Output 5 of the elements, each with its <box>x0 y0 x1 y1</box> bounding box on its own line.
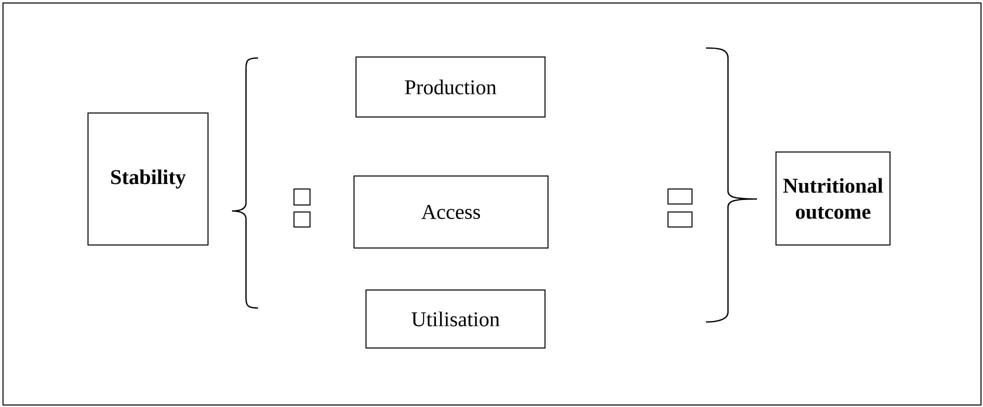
text-box: Access <box>354 176 548 248</box>
text-box: Utilisation <box>366 290 546 348</box>
text-box: Nutritional outcome <box>776 152 890 246</box>
text-box: Stability <box>88 112 209 246</box>
text-box: Production <box>356 56 546 118</box>
